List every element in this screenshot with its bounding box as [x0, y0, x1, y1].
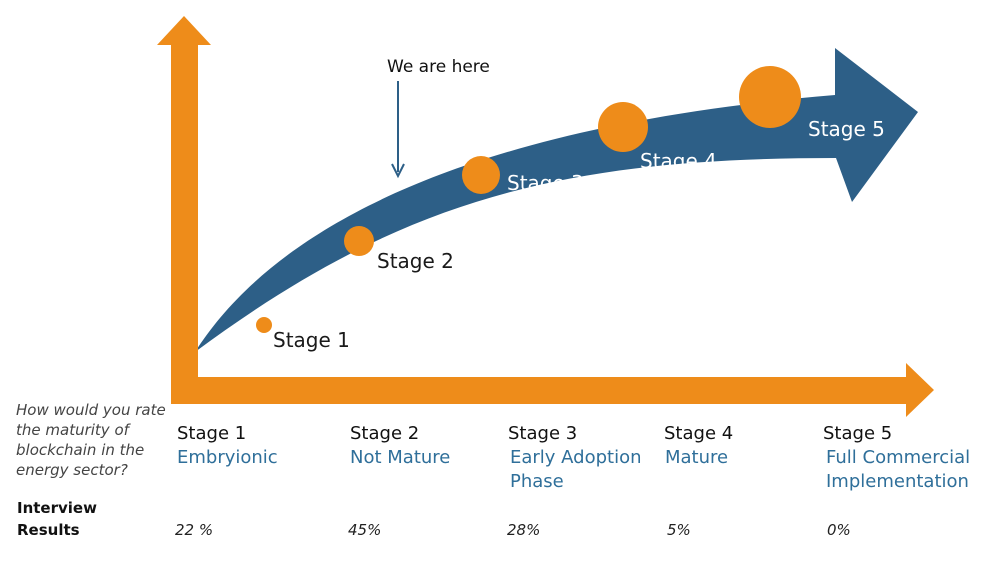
stage-4-result: 5%	[667, 521, 691, 539]
horizontal-axis	[171, 377, 909, 404]
stage-2-marker-label: Stage 2	[377, 249, 454, 273]
stage-1-marker	[256, 317, 272, 333]
stage-1-name: Stage 1	[177, 423, 247, 444]
stage-5-result: 0%	[827, 521, 851, 539]
stage-3-marker	[462, 156, 500, 194]
vertical-axis-arrowhead	[157, 16, 211, 45]
stage-2-name: Stage 2	[350, 423, 420, 444]
stage-2-description: Not Mature	[350, 447, 451, 468]
stage-1-marker-label: Stage 1	[273, 328, 350, 352]
stage-5-description: Full Commercial Implementation	[826, 447, 971, 492]
we-are-here-arrowhead	[391, 163, 405, 179]
stage-3-description: Early Adoption Phase	[510, 447, 642, 492]
stage-2-result: 45%	[348, 521, 382, 539]
stage-4-marker	[598, 102, 648, 152]
stage-4-name: Stage 4	[664, 423, 734, 444]
stage-3-marker-label: Stage 3	[507, 171, 584, 195]
stage-4-description: Mature	[665, 447, 729, 468]
horizontal-axis-arrowhead	[906, 363, 934, 417]
stage-3-name: Stage 3	[508, 423, 578, 444]
we-are-here-label: We are here	[387, 57, 490, 77]
stage-1-description: Embryionic	[177, 447, 278, 468]
stage-5-marker-label: Stage 5	[808, 117, 885, 141]
interview-results-label: Interview Results	[17, 499, 97, 539]
survey-question: How would you rate the maturity of block…	[16, 401, 166, 479]
stage-5-name: Stage 5	[823, 423, 893, 444]
stage-2-marker	[344, 226, 374, 256]
stage-1-result: 22 %	[175, 521, 214, 539]
vertical-axis	[171, 42, 198, 390]
stage-4-marker-label: Stage 4	[640, 149, 717, 173]
stage-5-marker	[739, 66, 801, 128]
maturity-curve-arrow	[195, 48, 918, 352]
stage-3-result: 28%	[507, 521, 541, 539]
